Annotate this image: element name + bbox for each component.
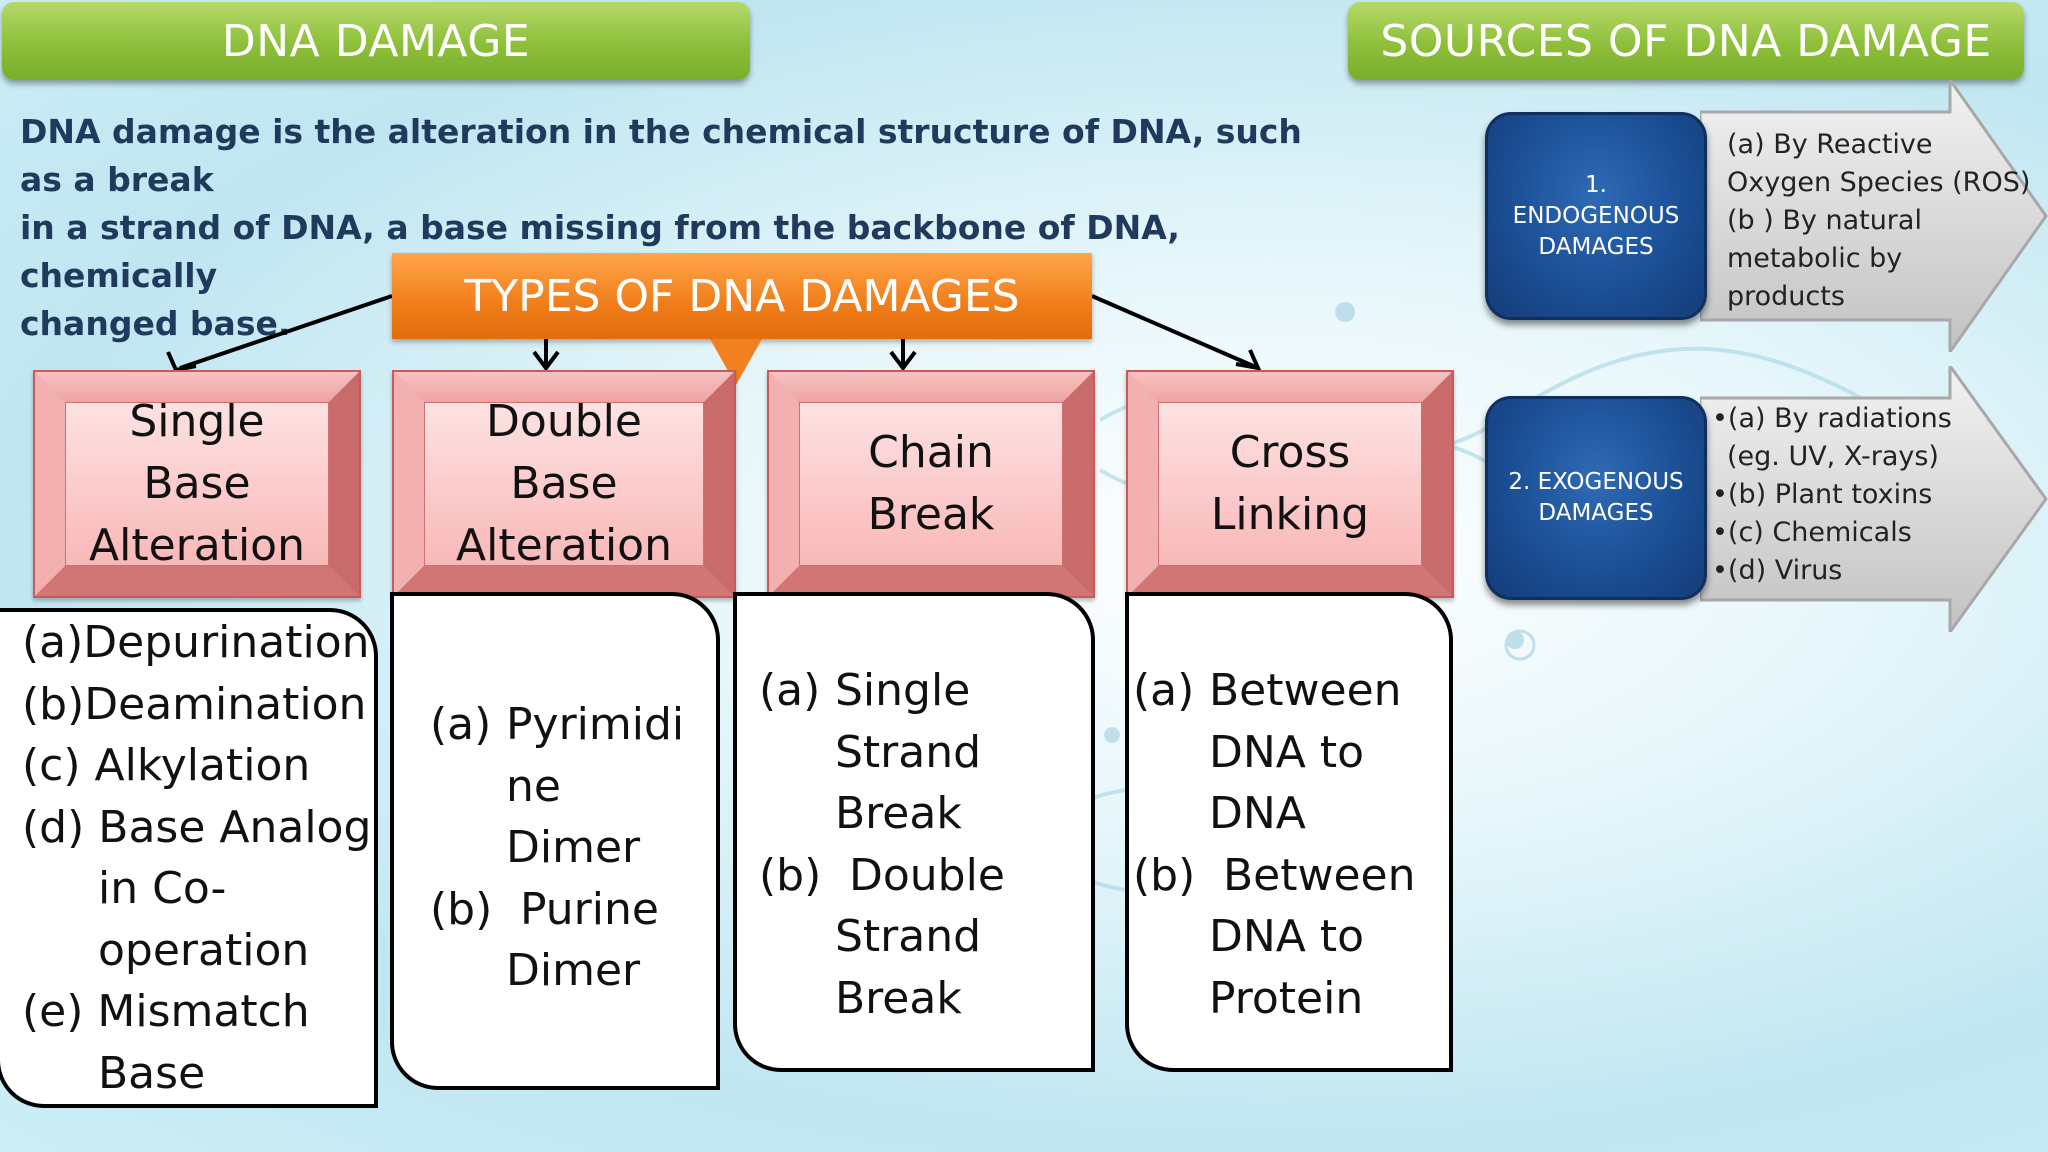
intro-line-1: DNA damage is the alteration in the chem… <box>20 112 1302 199</box>
endogenous-arrow-shape <box>1700 80 2048 352</box>
arrow-to-single-base <box>179 294 393 370</box>
list-item: (b) Double <box>759 849 1005 901</box>
list-item: (e) Mismatch <box>22 986 310 1037</box>
source-line: (a) By Reactive <box>1727 129 1933 160</box>
list-item: (d) Base Analog <box>22 801 372 853</box>
type-label-line: Double <box>486 396 642 447</box>
intro-line-2: in a strand of DNA, a base missing from … <box>20 208 1180 295</box>
list-item: (b) Between <box>1133 849 1416 901</box>
source-line: •(b) Plant toxins <box>1712 479 1933 510</box>
source-box-line: DAMAGES <box>1538 233 1654 260</box>
source-line: •(d) Virus <box>1712 555 1843 586</box>
list-item: (a)Single <box>759 665 971 716</box>
list-item-continuation: operation <box>98 924 310 976</box>
list-chain-break: (a)Single Strand Break (b) Double Strand… <box>733 592 1095 1072</box>
dna-damage-banner-title: DNA DAMAGE <box>221 15 531 67</box>
source-box-line: 1. <box>1585 171 1607 198</box>
list-double-base-alteration: (a)Pyrimidi ne Dimer (b) Purine Dimer <box>390 592 720 1090</box>
type-box-cross-linking: Cross Linking <box>1126 370 1454 598</box>
source-line: metabolic by <box>1727 243 1903 274</box>
source-line: (b ) By natural <box>1727 205 1922 236</box>
arrow-to-cross-linking <box>1091 294 1259 370</box>
types-header: TYPES OF DNA DAMAGES <box>392 253 1092 339</box>
types-header-label: TYPES OF DNA DAMAGES <box>464 270 1020 322</box>
list-item-continuation: DNA to <box>1209 911 1365 962</box>
list-item: (a)Pyrimidi <box>430 699 685 750</box>
list-item: (a)Depurination <box>22 617 370 668</box>
endogenous-sources-text: (a) By Reactive Oxygen Species (ROS) (b … <box>1727 126 2030 316</box>
list-item-continuation: ne <box>506 760 561 812</box>
list-item: (c) Alkylation <box>22 740 311 791</box>
source-line: products <box>1727 281 1845 312</box>
intro-line-3: changed base. <box>20 304 291 343</box>
type-label-line: Cross <box>1229 427 1351 478</box>
list-item-continuation: Strand <box>835 726 982 778</box>
list-item-continuation: Dimer <box>506 822 641 873</box>
exogenous-sources-text: •(a) By radiations (eg. UV, X-rays) •(b)… <box>1712 400 1952 590</box>
intro-paragraph: DNA damage is the alteration in the chem… <box>20 108 1350 348</box>
dna-damage-banner: DNA DAMAGE <box>2 2 750 80</box>
list-item: (a)Between <box>1133 665 1402 716</box>
type-label-line: Alteration <box>89 520 305 571</box>
list-item-continuation: Dimer <box>506 945 641 996</box>
list-item-continuation: Break <box>835 972 962 1024</box>
source-box-line: DAMAGES <box>1538 500 1654 526</box>
list-item-continuation: in Co- <box>98 863 227 914</box>
list-item-continuation: Protein <box>1209 972 1364 1024</box>
sources-banner-title: SOURCES OF DNA DAMAGE <box>1380 15 1992 67</box>
list-item-continuation: DNA <box>1209 788 1306 839</box>
exogenous-arrow-shape <box>1700 366 2048 632</box>
source-line: Oxygen Species (ROS) <box>1727 167 2031 198</box>
type-label-line: Break <box>867 489 995 540</box>
source-line: (eg. UV, X-rays) <box>1727 441 1939 472</box>
source-line: •(c) Chemicals <box>1712 517 1912 548</box>
type-box-double-base-alteration: Double Base Alteration <box>392 370 736 598</box>
source-line: •(a) By radiations <box>1712 403 1952 434</box>
type-label-line: Base <box>510 458 618 509</box>
sources-banner: SOURCES OF DNA DAMAGE <box>1348 2 2024 80</box>
list-item: (b) Purine <box>430 883 659 935</box>
source-box-line: 2. EXOGENOUS <box>1508 469 1684 495</box>
type-label-line: Base <box>143 458 251 509</box>
list-item-continuation: Break <box>835 788 962 839</box>
list-item: (b)Deamination <box>22 678 367 730</box>
type-box-chain-break: Chain Break <box>767 370 1095 598</box>
type-label-line: Alteration <box>456 520 672 571</box>
type-label-line: Linking <box>1210 489 1370 540</box>
type-box-single-base-alteration: Single Base Alteration <box>33 370 361 598</box>
exogenous-damages-box: 2. EXOGENOUS DAMAGES <box>1485 396 1707 600</box>
source-box-line: ENDOGENOUS <box>1512 202 1680 229</box>
list-single-base-alteration: (a)Depurination (b)Deamination (c) Alkyl… <box>0 608 378 1108</box>
type-label-line: Single <box>129 396 265 447</box>
list-item-continuation: DNA to <box>1209 726 1365 778</box>
list-cross-linking: (a)Between DNA to DNA (b) Between DNA to… <box>1125 592 1453 1072</box>
list-item-continuation: Base <box>98 1047 206 1099</box>
list-item-continuation: Strand <box>835 911 982 962</box>
type-label-line: Chain <box>868 427 994 478</box>
endogenous-damages-box: 1. ENDOGENOUS DAMAGES <box>1485 112 1707 320</box>
